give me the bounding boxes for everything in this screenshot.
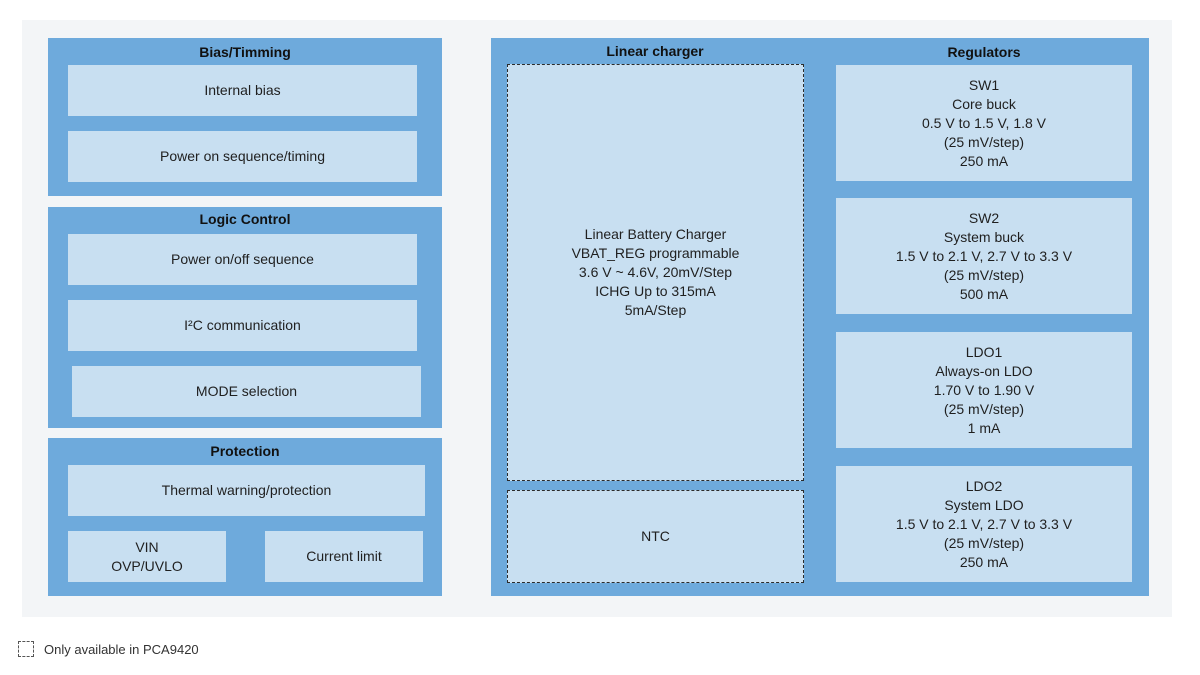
dashed-box-legend-icon bbox=[18, 641, 34, 657]
protection-panel: Protection Thermal warning/protection VI… bbox=[48, 438, 442, 596]
bias-timing-title: Bias/Timming bbox=[199, 44, 291, 60]
protection-title: Protection bbox=[210, 443, 280, 459]
charger-regulators-panel: Linear charger Linear Battery Charger VB… bbox=[491, 38, 1149, 596]
internal-bias-block: Internal bias bbox=[68, 65, 417, 116]
power-on-sequence-block: Power on sequence/timing bbox=[68, 131, 417, 182]
power-on-off-sequence-block: Power on/off sequence bbox=[68, 234, 417, 285]
sw2-regulator-block: SW2 System buck 1.5 V to 2.1 V, 2.7 V to… bbox=[836, 198, 1132, 314]
thermal-protection-block: Thermal warning/protection bbox=[68, 465, 425, 516]
linear-charger-title: Linear charger bbox=[606, 43, 704, 59]
regulators-title: Regulators bbox=[947, 44, 1021, 60]
logic-control-panel: Logic Control Power on/off sequence I²C … bbox=[48, 207, 442, 428]
legend-label: Only available in PCA9420 bbox=[44, 641, 199, 657]
ldo1-regulator-block: LDO1 Always-on LDO 1.70 V to 1.90 V (25 … bbox=[836, 332, 1132, 448]
legend: Only available in PCA9420 bbox=[18, 641, 199, 657]
bias-timing-panel: Bias/Timming Internal bias Power on sequ… bbox=[48, 38, 442, 196]
logic-control-title: Logic Control bbox=[199, 211, 291, 227]
mode-selection-block: MODE selection bbox=[72, 366, 421, 417]
i2c-communication-block: I²C communication bbox=[68, 300, 417, 351]
current-limit-block: Current limit bbox=[265, 531, 423, 582]
sw1-regulator-block: SW1 Core buck 0.5 V to 1.5 V, 1.8 V (25 … bbox=[836, 65, 1132, 181]
linear-battery-charger-block: Linear Battery Charger VBAT_REG programm… bbox=[507, 64, 804, 481]
vin-ovp-uvlo-block: VIN OVP/UVLO bbox=[68, 531, 226, 582]
ldo2-regulator-block: LDO2 System LDO 1.5 V to 2.1 V, 2.7 V to… bbox=[836, 466, 1132, 582]
ntc-block: NTC bbox=[507, 490, 804, 583]
